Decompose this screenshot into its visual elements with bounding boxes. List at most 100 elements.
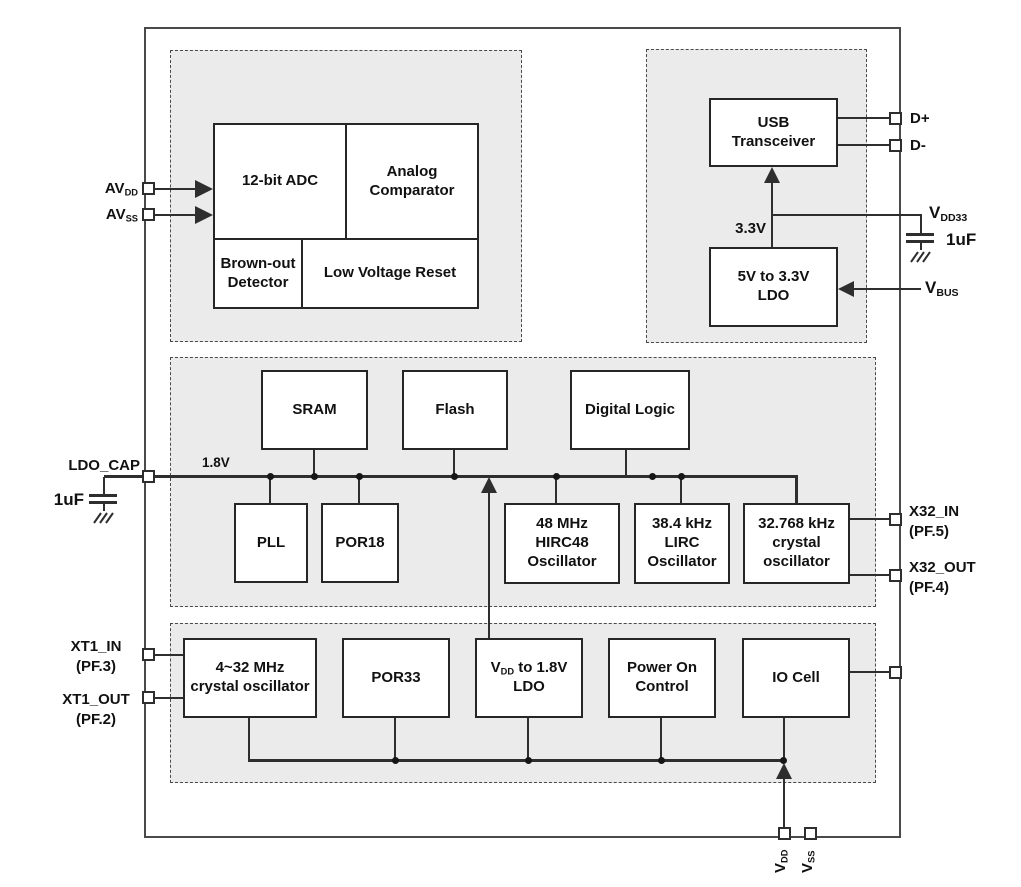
wire-poc-drop: [660, 718, 662, 759]
wire-por33-drop: [394, 718, 396, 759]
pin-dplus: [889, 112, 902, 125]
junction-dot: [678, 473, 685, 480]
arrow-left-vbus-icon: [838, 281, 854, 297]
wire-ldo-cap: [104, 475, 145, 478]
label-vdd33: VDD33: [929, 203, 968, 224]
wire-por18-drop: [358, 477, 360, 504]
wire-lirc-drop: [680, 477, 682, 504]
arrow-right-avdd-icon: [195, 180, 213, 198]
wire-xtal-drop: [248, 718, 250, 761]
block-12bit-adc: 12-bit ADC: [213, 123, 347, 240]
pin-avss: [142, 208, 155, 221]
ground-icon: [908, 250, 932, 269]
capacitor-icon: [89, 494, 117, 497]
label-vdd: VDD: [772, 849, 790, 873]
wire-ldo18-drop: [527, 718, 529, 759]
label-xt1-out: XT1_OUT (PF.2): [62, 691, 130, 728]
capacitor-icon: [89, 501, 117, 504]
junction-dot: [451, 473, 458, 480]
block-analog-comparator: Analog Comparator: [345, 123, 479, 240]
wire-flash-drop: [453, 450, 455, 477]
pin-vss: [804, 827, 817, 840]
block-usb-transceiver: USB Transceiver: [709, 98, 838, 167]
pin-avdd: [142, 182, 155, 195]
block-hirc48-oscillator: 48 MHz HIRC48 Oscillator: [504, 503, 620, 584]
arrow-up-vdd-feed-icon: [776, 763, 792, 779]
block-low-voltage-reset: Low Voltage Reset: [301, 238, 479, 309]
block-flash: Flash: [402, 370, 508, 450]
label-33v-net: 3.3V: [735, 220, 766, 237]
label-x32-in: X32_IN (PF.5): [909, 503, 960, 540]
block-brown-out-detector: Brown-out Detector: [213, 238, 303, 309]
wire-vdd33-cap-gnd: [920, 243, 922, 250]
label-xt1-in: XT1_IN (PF.3): [70, 638, 122, 675]
wire-pll-drop: [269, 477, 271, 504]
wire-ldo-cap-gnd: [103, 504, 105, 511]
wire-io: [850, 671, 890, 673]
arrow-up-usb-icon: [764, 167, 780, 183]
wire-avdd: [155, 188, 197, 190]
pin-ldo-cap: [142, 470, 155, 483]
block-digital-logic: Digital Logic: [570, 370, 690, 450]
junction-dot: [311, 473, 318, 480]
wire-18v-bus: [155, 475, 798, 478]
junction-dot: [356, 473, 363, 480]
wire-digital-drop: [625, 450, 627, 477]
pin-x32-out: [889, 569, 902, 582]
junction-dot: [649, 473, 656, 480]
arrow-right-avss-icon: [195, 206, 213, 224]
block-por18: POR18: [321, 503, 399, 583]
label-vbus: VBUS: [925, 278, 959, 299]
label-18v-net: 1.8V: [202, 455, 230, 470]
capacitor-icon: [906, 233, 934, 236]
block-5v-to-33v-ldo: 5V to 3.3V LDO: [709, 247, 838, 327]
wire-sram-drop: [313, 450, 315, 477]
wire-power-bus: [248, 759, 785, 762]
block-32khz-crystal-oscillator: 32.768 kHz crystal oscillator: [743, 503, 850, 584]
pin-dminus: [889, 139, 902, 152]
pin-vdd: [778, 827, 791, 840]
junction-dot: [658, 757, 665, 764]
junction-dot: [525, 757, 532, 764]
pin-x32-in: [889, 513, 902, 526]
block-4-32mhz-crystal-oscillator: 4~32 MHz crystal oscillator: [183, 638, 317, 718]
block-pll: PLL: [234, 503, 308, 583]
wire-avss: [155, 214, 197, 216]
wire-x32-in: [850, 518, 890, 520]
junction-dot: [780, 757, 787, 764]
pin-xt1-out: [142, 691, 155, 704]
label-dminus: D-: [910, 137, 926, 154]
pin-io: [889, 666, 902, 679]
ground-icon: [91, 511, 115, 530]
label-avdd: AVDD: [104, 180, 138, 198]
label-dplus: D+: [910, 110, 930, 127]
block-power-on-control: Power On Control: [608, 638, 716, 718]
wire-vbus: [853, 288, 921, 290]
wire-18v-bus-corner: [795, 475, 798, 504]
junction-dot: [553, 473, 560, 480]
label-ldo-cap-value: 1uF: [53, 490, 84, 509]
wire-iocell-drop: [783, 718, 785, 759]
label-vdd33-cap-value: 1uF: [946, 230, 977, 249]
block-sram: SRAM: [261, 370, 368, 450]
wire-dplus: [838, 117, 890, 119]
label-avss: AVSS: [105, 206, 138, 224]
block-io-cell: IO Cell: [742, 638, 850, 718]
block-lirc-oscillator: 38.4 kHz LIRC Oscillator: [634, 503, 730, 584]
wire-ldo18-feed: [488, 491, 490, 639]
wire-vdd-feed: [783, 779, 785, 828]
wire-x32-out: [850, 574, 890, 576]
label-vss: VSS: [799, 850, 817, 873]
wire-xt1-in: [155, 654, 184, 656]
capacitor-icon: [906, 240, 934, 243]
wire-dminus: [838, 144, 890, 146]
block-por33: POR33: [342, 638, 450, 718]
wire-ldo-cap-drop: [103, 477, 105, 494]
junction-dot: [267, 473, 274, 480]
wire-xt1-out: [155, 697, 184, 699]
arrow-up-18v-feed-icon: [481, 477, 497, 493]
pin-xt1-in: [142, 648, 155, 661]
junction-dot: [392, 757, 399, 764]
wire-vdd33-cap-drop: [920, 216, 922, 233]
